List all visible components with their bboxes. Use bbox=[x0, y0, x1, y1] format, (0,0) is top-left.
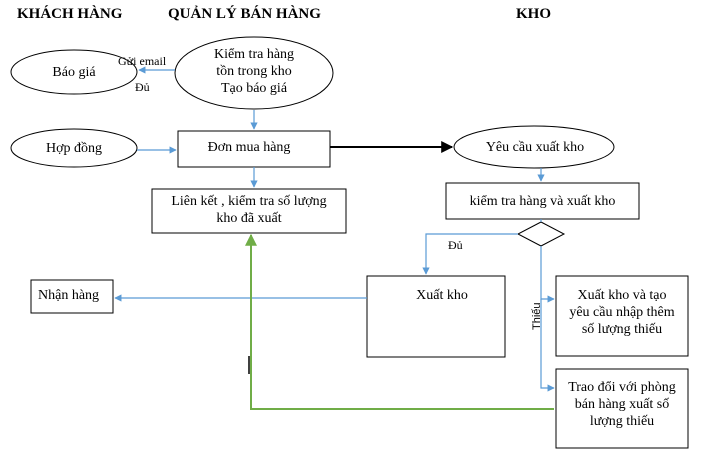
check-stock-label: Kiểm tra hàng tồn trong kho Tạo báo giá bbox=[184, 46, 324, 97]
receive-goods-label: Nhận hàng bbox=[38, 288, 100, 303]
export-shortage-line-1: Xuất kho và tạo bbox=[577, 288, 667, 303]
export-request-ellipse bbox=[453, 125, 615, 169]
export-shortage-label: Xuất kho và tạo yêu cầu nhập thêm số lượ… bbox=[556, 287, 688, 338]
negotiate-line-1: Trao đổi với phòng bbox=[568, 380, 676, 395]
edge-label-send-email: Gửi email bbox=[118, 54, 167, 68]
check-and-export-label: kiểm tra hàng và xuất kho bbox=[469, 194, 616, 209]
link-check-line-1: Liên kết , kiểm tra số lượng bbox=[171, 194, 327, 209]
arrow-negotiate-to-link bbox=[245, 233, 554, 410]
check-stock-ellipse bbox=[174, 36, 334, 110]
check-stock-line-1: Kiểm tra hàng bbox=[213, 47, 295, 62]
link-check-line-2: kho đã xuất bbox=[216, 211, 282, 226]
negotiate-line-3: lượng thiếu bbox=[589, 414, 655, 429]
negotiate-label: Trao đổi với phòng bán hàng xuất số lượn… bbox=[558, 379, 686, 430]
purchase-order-label: Đơn mua hàng bbox=[207, 140, 291, 155]
contract-ellipse bbox=[10, 128, 138, 168]
edge-label-enough-top: Đủ bbox=[135, 80, 150, 94]
link-check-label: Liên kết , kiểm tra số lượng kho đã xuất bbox=[152, 193, 346, 227]
link-check-box bbox=[151, 188, 347, 234]
arrow-diamond-to-negotiate bbox=[540, 299, 555, 392]
purchase-order-box bbox=[177, 130, 331, 168]
decision-diamond bbox=[516, 221, 566, 247]
export-shortage-line-3: số lượng thiếu bbox=[581, 322, 663, 337]
quote-label: Báo giá bbox=[52, 65, 96, 80]
quote-ellipse bbox=[10, 49, 138, 95]
header-warehouse: KHO bbox=[516, 6, 552, 22]
check-and-export-box bbox=[445, 182, 640, 220]
header-sales: QUẢN LÝ BÁN HÀNG bbox=[168, 6, 321, 22]
header-customer: KHÁCH HÀNG bbox=[17, 6, 123, 22]
export-shortage-box bbox=[555, 275, 689, 357]
export-goods-box bbox=[366, 275, 506, 358]
edge-label-shortage: Thiếu bbox=[531, 302, 543, 330]
receive-goods-box bbox=[30, 279, 114, 314]
export-goods-label: Xuất kho bbox=[416, 288, 468, 303]
check-stock-line-3: Tạo báo giá bbox=[220, 81, 288, 96]
check-stock-line-2: tồn trong kho bbox=[216, 64, 292, 79]
arrow-diamond-to-export bbox=[422, 233, 518, 275]
export-shortage-line-2: yêu cầu nhập thêm bbox=[569, 305, 675, 320]
export-request-label: Yêu cầu xuất kho bbox=[485, 140, 585, 155]
contract-label: Hợp đồng bbox=[45, 141, 102, 156]
negotiate-line-2: bán hàng xuất số bbox=[574, 397, 670, 412]
arrow-diamond-to-shortage bbox=[540, 246, 555, 303]
edge-label-enough-diamond: Đủ bbox=[448, 238, 463, 252]
negotiate-box bbox=[555, 368, 689, 449]
